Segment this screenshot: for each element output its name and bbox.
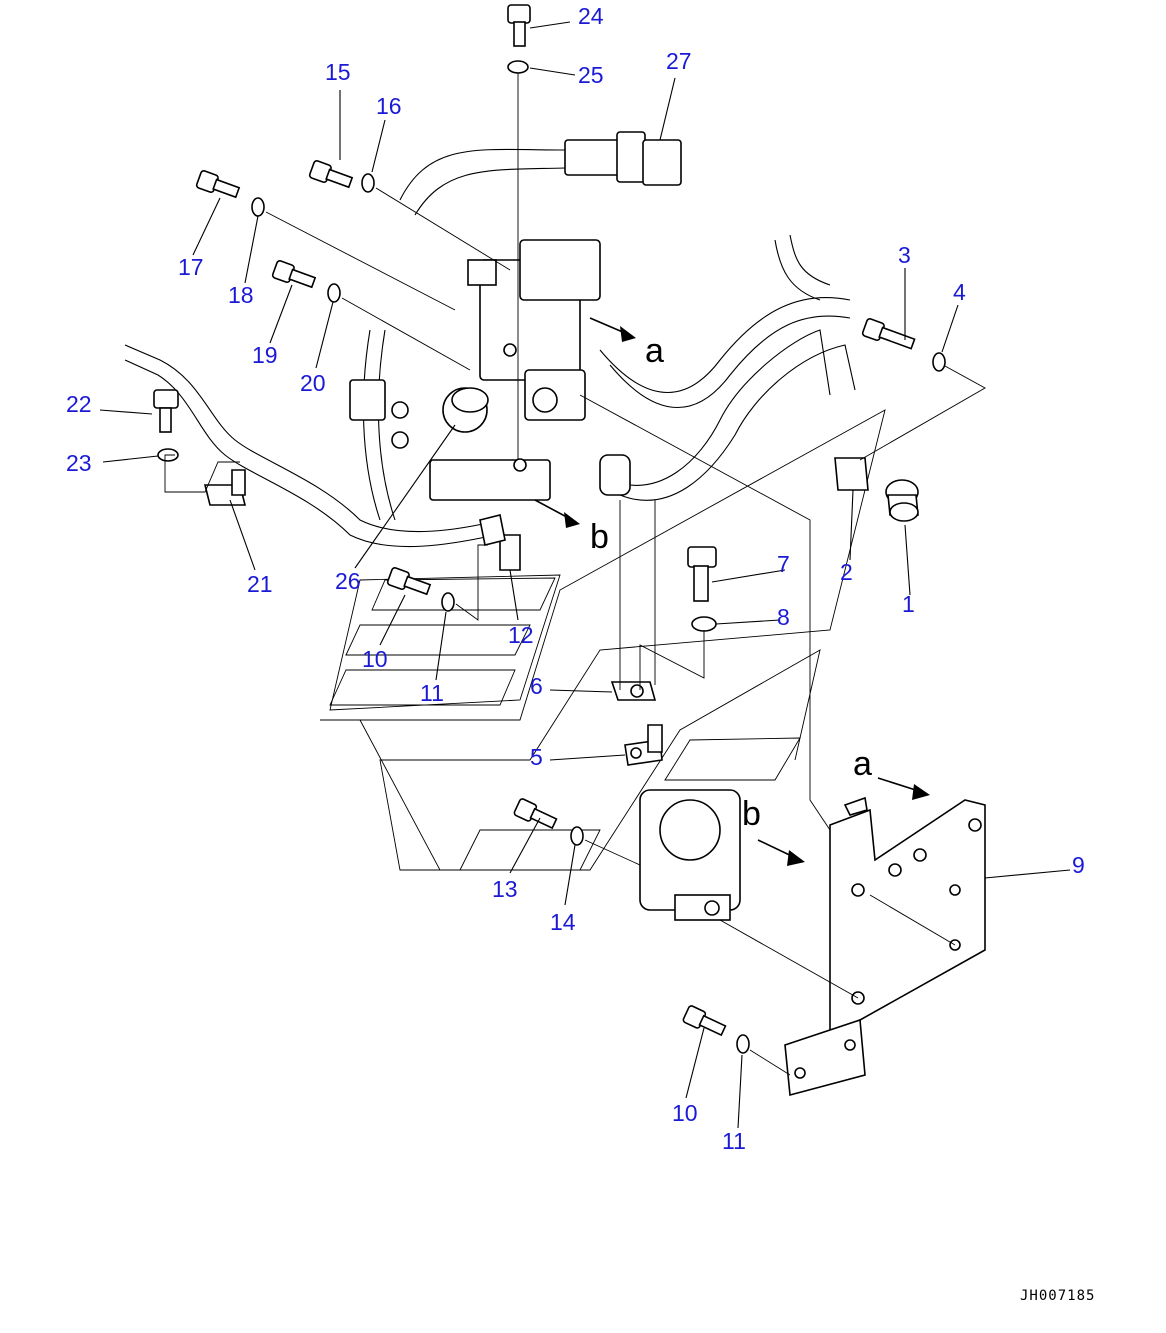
callout-5: 5 (530, 744, 543, 770)
callout-numbers: 1 2 3 4 5 6 7 8 9 10 11 12 13 14 15 16 1… (66, 3, 1085, 1154)
sensor-unit (639, 789, 741, 921)
callout-26: 26 (335, 568, 361, 594)
callout-22: 22 (66, 391, 92, 417)
drawing-code: JH007185 (1020, 1288, 1095, 1304)
collar-1 (885, 479, 919, 522)
view-label-a-top: a (645, 332, 664, 370)
frame-outline (320, 409, 886, 871)
view-labels: a b a b (590, 332, 872, 833)
valve-assembly (349, 239, 631, 501)
callout-4: 4 (953, 279, 966, 305)
callout-11-upper: 11 (420, 680, 444, 706)
callout-18: 18 (228, 282, 254, 308)
callout-3: 3 (898, 242, 911, 268)
callout-7: 7 (777, 551, 790, 577)
view-label-b-bottom: b (742, 795, 761, 833)
assembly-lines (164, 73, 986, 1076)
callout-24: 24 (578, 3, 604, 29)
callout-19: 19 (252, 342, 278, 368)
callout-20: 20 (300, 370, 326, 396)
callout-14: 14 (550, 909, 576, 935)
callout-23: 23 (66, 450, 92, 476)
callout-10-upper: 10 (362, 646, 388, 672)
callout-2: 2 (840, 559, 853, 585)
bracket-9 (784, 796, 986, 1097)
callout-27: 27 (666, 48, 692, 74)
callout-10-lower: 10 (672, 1100, 698, 1126)
callout-1: 1 (902, 591, 915, 617)
washers (157, 60, 946, 1054)
callout-11-lower: 11 (722, 1128, 746, 1154)
callout-15: 15 (325, 59, 351, 85)
callout-13: 13 (492, 876, 518, 902)
callout-16: 16 (376, 93, 402, 119)
view-arrows (534, 317, 930, 866)
callout-6: 6 (530, 673, 543, 699)
callout-12: 12 (508, 622, 534, 648)
leader-lines (99, 21, 1071, 1129)
callout-17: 17 (178, 254, 204, 280)
hose-harness (124, 148, 856, 548)
bolts (153, 4, 916, 1037)
callout-8: 8 (777, 604, 790, 630)
view-label-a-bottom: a (853, 745, 872, 783)
callout-25: 25 (578, 62, 604, 88)
brackets (203, 457, 869, 766)
callout-9: 9 (1072, 852, 1085, 878)
connector-27 (564, 131, 682, 186)
view-label-b-top: b (590, 518, 609, 556)
callout-21: 21 (247, 571, 273, 597)
